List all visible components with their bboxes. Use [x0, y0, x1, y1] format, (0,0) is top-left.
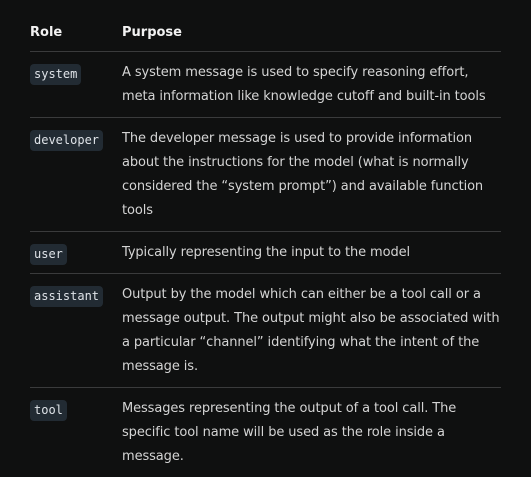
column-header-purpose: Purpose: [122, 14, 501, 52]
table-row: system A system message is used to speci…: [30, 52, 501, 118]
role-cell: tool: [30, 388, 122, 477]
role-cell: assistant: [30, 274, 122, 388]
role-code-system: system: [30, 64, 81, 85]
table-row: user Typically representing the input to…: [30, 232, 501, 274]
purpose-cell: Output by the model which can either be …: [122, 274, 501, 388]
role-cell: user: [30, 232, 122, 274]
role-code-user: user: [30, 244, 67, 265]
table-row: developer The developer message is used …: [30, 118, 501, 232]
purpose-cell: The developer message is used to provide…: [122, 118, 501, 232]
roles-table-container: Role Purpose system A system message is …: [30, 14, 501, 477]
role-cell: developer: [30, 118, 122, 232]
purpose-cell: Typically representing the input to the …: [122, 232, 501, 274]
column-header-role: Role: [30, 14, 122, 52]
roles-table: Role Purpose system A system message is …: [30, 14, 501, 477]
table-header-row: Role Purpose: [30, 14, 501, 52]
role-code-developer: developer: [30, 130, 103, 151]
purpose-cell: A system message is used to specify reas…: [122, 52, 501, 118]
role-code-tool: tool: [30, 400, 67, 421]
table-row: tool Messages representing the output of…: [30, 388, 501, 477]
table-row: assistant Output by the model which can …: [30, 274, 501, 388]
role-cell: system: [30, 52, 122, 118]
purpose-cell: Messages representing the output of a to…: [122, 388, 501, 477]
role-code-assistant: assistant: [30, 286, 103, 307]
